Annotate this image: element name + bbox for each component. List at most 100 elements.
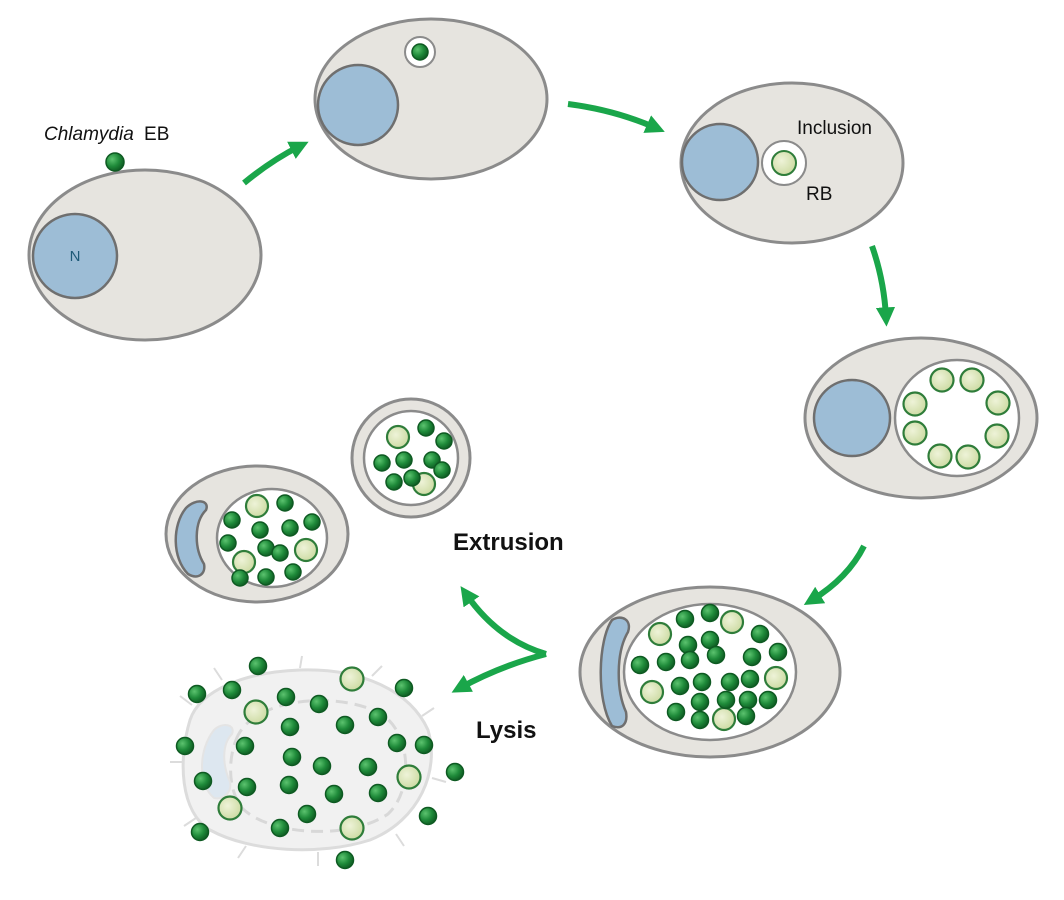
rb-particle-icon bbox=[929, 367, 955, 393]
eb-particle-icon bbox=[368, 707, 388, 727]
eb-particle-icon bbox=[324, 784, 344, 804]
rb-particle-icon bbox=[339, 666, 365, 692]
particle-cluster bbox=[219, 493, 321, 587]
membrane-spike bbox=[213, 667, 223, 681]
eb-particle-icon bbox=[395, 451, 413, 469]
rb-particle-icon bbox=[639, 679, 665, 705]
eb-particle-icon bbox=[105, 152, 125, 172]
cell-stage-inclusion: Inclusion RB bbox=[679, 81, 905, 245]
membrane-spike bbox=[237, 845, 247, 859]
eb-particle-icon bbox=[706, 645, 726, 665]
rb-particle-icon bbox=[902, 391, 928, 417]
eb-particle-icon bbox=[750, 624, 770, 644]
eb-particle-icon bbox=[387, 733, 407, 753]
eb-particle-icon bbox=[403, 469, 421, 487]
rb-particle-icon bbox=[955, 444, 981, 470]
eb-particle-icon bbox=[692, 672, 712, 692]
eb-particle-icon bbox=[248, 656, 268, 676]
eb-particle-icon bbox=[257, 568, 275, 586]
extruded-inclusion bbox=[350, 397, 472, 519]
rb-particle-icon bbox=[231, 549, 257, 575]
eb-particle-icon bbox=[736, 706, 756, 726]
eb-particle-icon bbox=[411, 43, 429, 61]
eb-particle-icon bbox=[335, 715, 355, 735]
eb-label-italic: Chlamydia bbox=[44, 124, 134, 145]
eb-particle-icon bbox=[656, 652, 676, 672]
rb-particle-icon bbox=[927, 443, 953, 469]
eb-particle-icon bbox=[758, 690, 778, 710]
membrane-spike bbox=[299, 655, 303, 669]
rb-particle-icon bbox=[217, 795, 243, 821]
inclusion-label: Inclusion bbox=[797, 118, 872, 139]
arrow-icon bbox=[242, 141, 309, 186]
rb-label: RB bbox=[806, 184, 832, 205]
eb-particle-icon bbox=[222, 680, 242, 700]
eb-particle-icon bbox=[231, 569, 249, 587]
rb-particle-icon bbox=[985, 390, 1011, 416]
arrow-icon bbox=[460, 586, 547, 657]
nucleus-label: N bbox=[70, 248, 81, 265]
nucleus-icon bbox=[680, 122, 760, 202]
eb-particle-icon bbox=[297, 804, 317, 824]
eb-particle-icon bbox=[630, 655, 650, 675]
nucleus-icon bbox=[599, 616, 631, 729]
eb-particle-icon bbox=[417, 419, 435, 437]
eb-particle-icon bbox=[666, 702, 686, 722]
eb-particle-icon bbox=[742, 647, 762, 667]
cell-stage-entry bbox=[313, 17, 549, 181]
rb-particle-icon bbox=[959, 367, 985, 393]
nucleus-icon bbox=[316, 63, 400, 147]
eb-particle-icon bbox=[435, 432, 453, 450]
eb-particle-icon bbox=[418, 806, 438, 826]
arrow-icon bbox=[451, 651, 547, 693]
eb-particle-icon bbox=[768, 642, 788, 662]
lysis-label: Lysis bbox=[476, 717, 536, 744]
eb-particle-icon bbox=[385, 473, 403, 491]
rb-particle-icon bbox=[902, 420, 928, 446]
nucleus-icon bbox=[31, 212, 119, 300]
eb-particle-icon bbox=[270, 818, 290, 838]
eb-particle-icon bbox=[276, 494, 294, 512]
membrane-spikes bbox=[170, 655, 447, 866]
eb-particle-icon bbox=[700, 603, 720, 623]
eb-particle-icon bbox=[368, 783, 388, 803]
eb-particle-icon bbox=[279, 775, 299, 795]
eb-particle-icon bbox=[675, 609, 695, 629]
rb-particle-icon bbox=[771, 150, 797, 176]
rb-particle-icon bbox=[719, 609, 745, 635]
rb-particle-icon bbox=[396, 764, 422, 790]
eb-particle-icon bbox=[312, 756, 332, 776]
eb-particle-icon bbox=[309, 694, 329, 714]
eb-particle-icon bbox=[175, 736, 195, 756]
eb-particle-icon bbox=[271, 544, 289, 562]
eb-particle-icon bbox=[276, 687, 296, 707]
eb-particle-icon bbox=[303, 513, 321, 531]
rb-particle-icon bbox=[243, 699, 269, 725]
membrane-spike bbox=[421, 707, 435, 717]
eb-particle-icon bbox=[414, 735, 434, 755]
eb-particle-icon bbox=[716, 690, 736, 710]
rb-particle-icon bbox=[244, 493, 270, 519]
eb-particle-icon bbox=[282, 747, 302, 767]
eb-particle-icon bbox=[335, 850, 355, 870]
cell-stage-lysis bbox=[170, 655, 465, 870]
eb-particle-icon bbox=[678, 635, 698, 655]
eb-particle-icon bbox=[219, 534, 237, 552]
rb-cluster bbox=[902, 367, 1011, 470]
rb-particle-icon bbox=[984, 423, 1010, 449]
eb-label: Chlamydia EB bbox=[44, 124, 169, 145]
eb-particle-icon bbox=[394, 678, 414, 698]
released-particles bbox=[175, 656, 465, 870]
nucleus-icon bbox=[174, 500, 208, 578]
eb-particle-icon bbox=[358, 757, 378, 777]
rb-particle-icon bbox=[763, 665, 789, 691]
eb-particle-icon bbox=[284, 563, 302, 581]
eb-particle-icon bbox=[690, 692, 710, 712]
eb-particle-icon bbox=[720, 672, 740, 692]
nucleus-icon bbox=[812, 378, 892, 458]
eb-particle-icon bbox=[445, 762, 465, 782]
eb-particle-icon bbox=[690, 710, 710, 730]
cell-stage-maturation bbox=[578, 585, 842, 759]
particle-cluster bbox=[630, 603, 789, 732]
